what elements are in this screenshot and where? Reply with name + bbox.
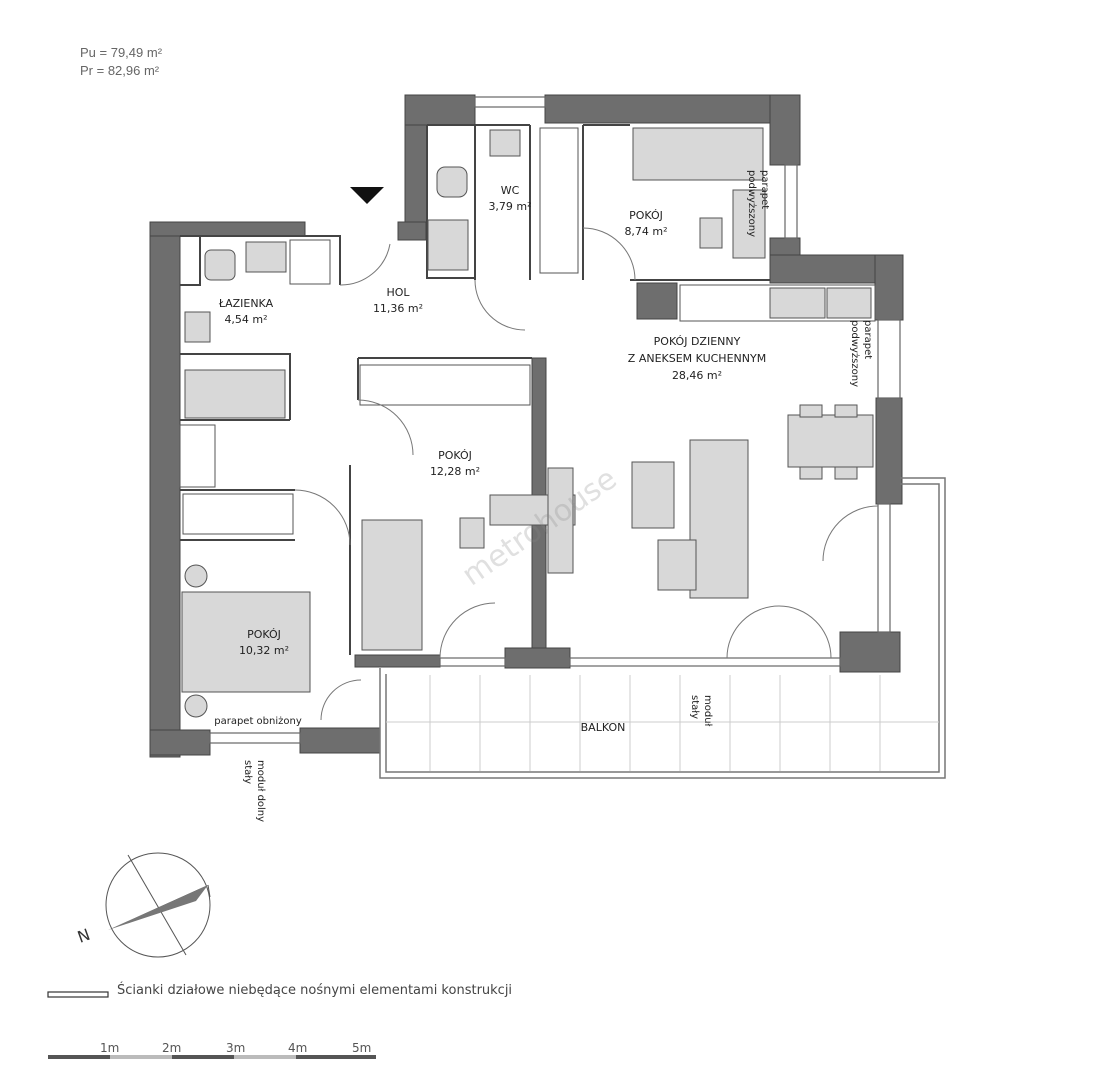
total-area: Pr = 82,96 m²	[80, 63, 160, 78]
door-swings	[294, 227, 879, 721]
furniture	[179, 127, 876, 718]
hol-name: HOL	[386, 286, 410, 299]
wc-area: 3,79 m²	[488, 200, 531, 213]
scale-label-1: 1m	[100, 1041, 120, 1055]
scale-label-3: 3m	[226, 1041, 246, 1055]
compass-icon	[105, 852, 211, 958]
balcony-outline	[379, 477, 946, 779]
modul-staly-note-2: stały	[689, 695, 700, 719]
parapet-top-note-2: podwyższony	[746, 170, 757, 237]
wc-name: WC	[501, 184, 520, 197]
parapet-top-note-1: parapet	[759, 170, 770, 209]
hol-area: 11,36 m²	[373, 302, 423, 315]
pokoj-mid-area: 12,28 m²	[430, 465, 480, 478]
dzienny-name-1: POKÓJ DZIENNY	[654, 335, 741, 348]
modul-dolny-note-1: moduł dolny	[255, 760, 266, 822]
partition-walls	[180, 124, 770, 655]
windows	[209, 96, 901, 744]
entrance-marker-icon	[350, 187, 384, 204]
modul-dolny-note-2: stały	[242, 760, 253, 784]
scale-bar	[48, 1055, 376, 1059]
legend-text: Ścianki działowe niebędące nośnymi eleme…	[117, 983, 513, 998]
usable-area: Pu = 79,49 m²	[80, 45, 163, 60]
pokoj-mid-name: POKÓJ	[438, 449, 472, 462]
lazienka-name: ŁAZIENKA	[218, 297, 274, 310]
balcony-lines	[386, 675, 939, 771]
scale-label-2: 2m	[162, 1041, 182, 1055]
compass-north-label: N	[75, 925, 93, 947]
balkon-name: BALKON	[581, 721, 626, 734]
parapet-right-note-2: podwyższony	[849, 320, 860, 387]
parapet-right-note-1: parapet	[862, 320, 873, 359]
pokoj-left-name: POKÓJ	[247, 628, 281, 641]
modul-staly-note-1: moduł	[702, 695, 713, 727]
dzienny-name-2: Z ANEKSEM KUCHENNYM	[628, 352, 766, 365]
legend-partition-symbol	[47, 991, 109, 998]
scale-label-5: 5m	[352, 1041, 372, 1055]
scale-label-4: 4m	[288, 1041, 308, 1055]
dzienny-area: 28,46 m²	[672, 369, 722, 382]
pokoj-left-area: 10,32 m²	[239, 644, 289, 657]
walls	[149, 94, 904, 758]
parapet-low-note: parapet obniżony	[214, 716, 302, 727]
pokoj-top-area: 8,74 m²	[624, 225, 667, 238]
pokoj-top-name: POKÓJ	[629, 209, 663, 222]
lazienka-area: 4,54 m²	[224, 313, 267, 326]
